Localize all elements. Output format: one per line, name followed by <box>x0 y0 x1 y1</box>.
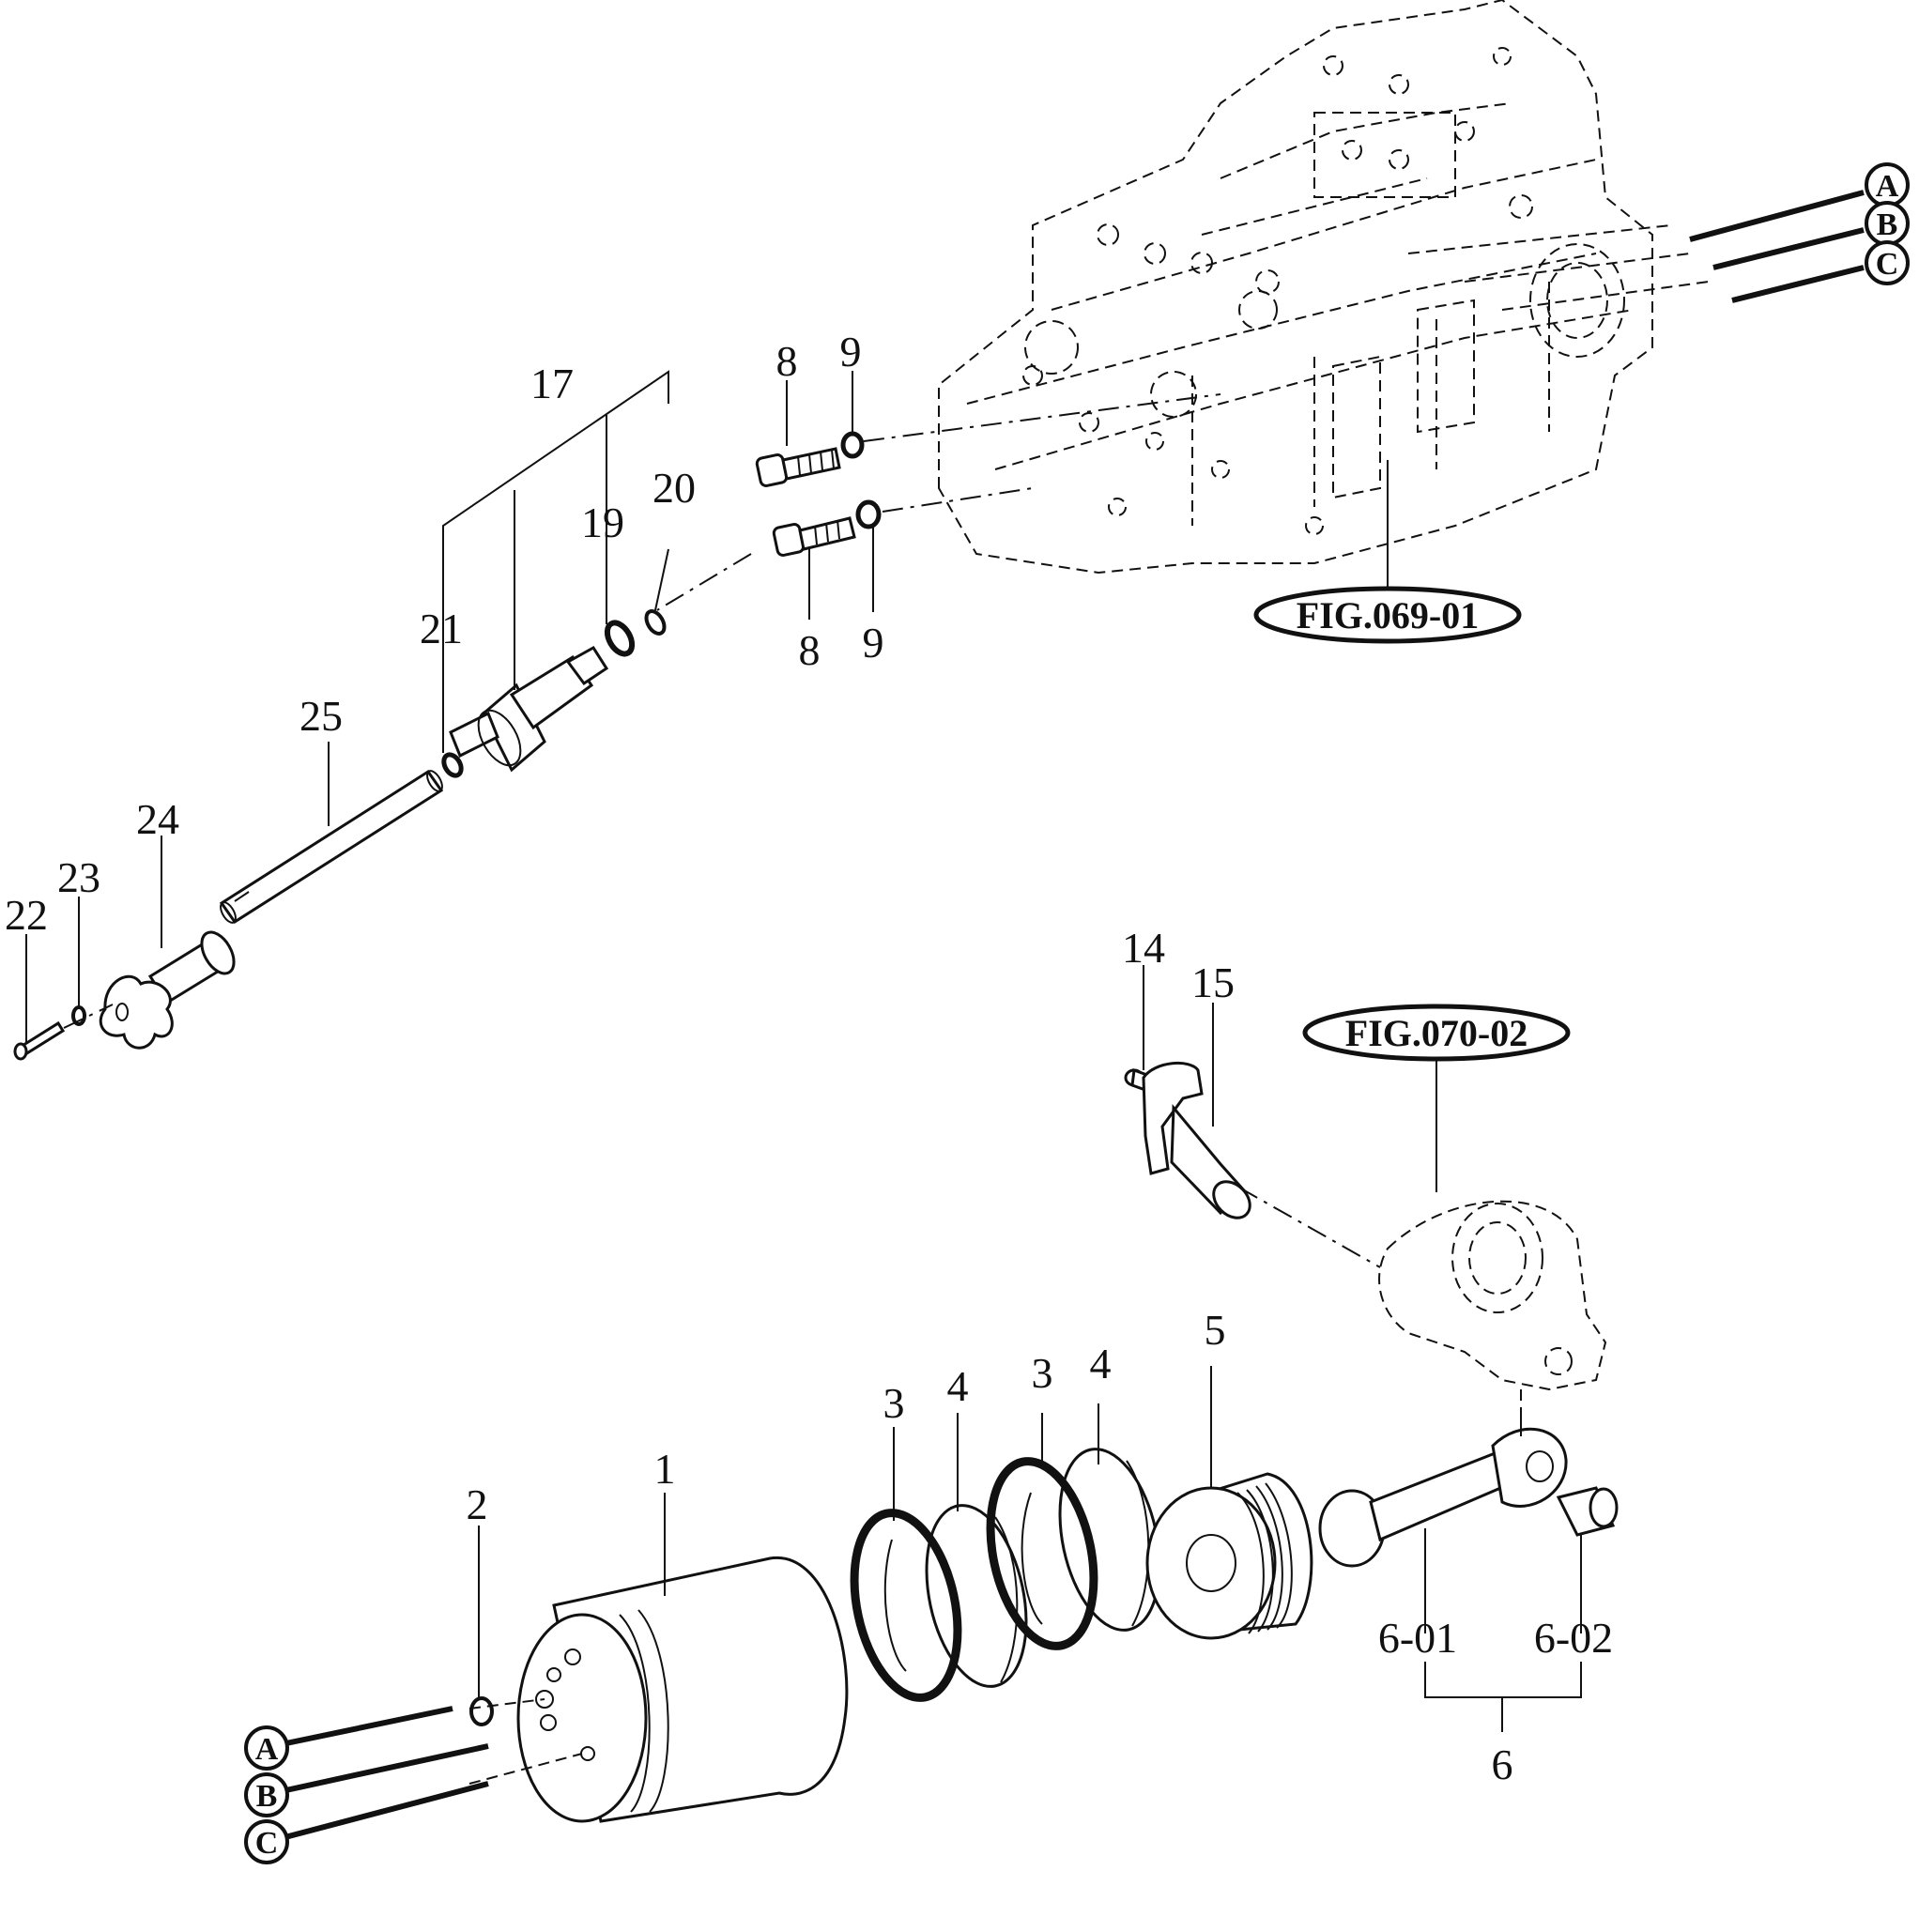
cylinder-1 <box>469 1556 849 1823</box>
top-port-markers: A B C <box>1865 162 1910 285</box>
callout-21: 21 <box>420 605 463 652</box>
callout-3-second: 3 <box>1032 1349 1053 1397</box>
port-c-bottom: C <box>255 1826 279 1861</box>
port-a-bottom: A <box>255 1732 279 1767</box>
callout-8-upper: 8 <box>776 337 798 385</box>
leader-lines <box>25 371 1582 1732</box>
callout-20: 20 <box>652 464 696 512</box>
lift-arm-reference: FIG.070-02 <box>1302 1004 1607 1436</box>
callout-numbers: 17 8 9 20 19 21 8 9 25 24 23 22 14 15 5 … <box>5 328 1613 1788</box>
callout-9-upper: 9 <box>840 328 862 376</box>
callout-25: 25 <box>299 692 343 740</box>
pin-and-bolt <box>1124 1061 1381 1268</box>
callout-8-lower: 8 <box>799 626 821 674</box>
callout-3-first: 3 <box>883 1379 905 1427</box>
hydraulic-housing <box>938 0 1653 575</box>
callout-9-lower: 9 <box>863 619 884 667</box>
valve-callout-bracket <box>442 370 669 753</box>
callout-23: 23 <box>57 853 100 901</box>
callout-4-second: 4 <box>1090 1340 1112 1388</box>
port-b-top: B <box>1877 207 1898 242</box>
callout-6-01: 6-01 <box>1378 1614 1457 1662</box>
callout-14: 14 <box>1122 924 1165 972</box>
callout-4-first: 4 <box>947 1362 969 1410</box>
bottom-port-markers: A B C <box>244 1725 289 1864</box>
bolts-and-washers <box>755 393 1221 557</box>
port-a-top: A <box>1876 169 1899 204</box>
callout-1: 1 <box>654 1445 676 1493</box>
seal-rings <box>850 1448 1161 1702</box>
callout-17: 17 <box>530 360 574 407</box>
fig-069-01-reference: FIG.069-01 <box>1253 460 1522 644</box>
connecting-rod-6 <box>1318 1408 1619 1568</box>
valve-assembly <box>13 553 752 1061</box>
port-b-bottom: B <box>256 1779 278 1814</box>
piston-5 <box>1145 1472 1313 1640</box>
callout-24: 24 <box>136 795 179 843</box>
top-port-lines <box>1407 190 1865 311</box>
callout-6-02: 6-02 <box>1534 1614 1613 1662</box>
callout-6: 6 <box>1492 1740 1513 1788</box>
callout-22: 22 <box>5 891 48 939</box>
callout-19: 19 <box>581 498 624 546</box>
callout-5: 5 <box>1205 1306 1226 1354</box>
fig-069-01-label: FIG.069-01 <box>1297 594 1479 636</box>
callout-15: 15 <box>1191 958 1235 1006</box>
fig-070-02-label: FIG.070-02 <box>1345 1012 1528 1054</box>
callout-2: 2 <box>467 1480 488 1528</box>
port-c-top: C <box>1876 247 1899 282</box>
bottom-port-lines <box>281 1698 583 1841</box>
